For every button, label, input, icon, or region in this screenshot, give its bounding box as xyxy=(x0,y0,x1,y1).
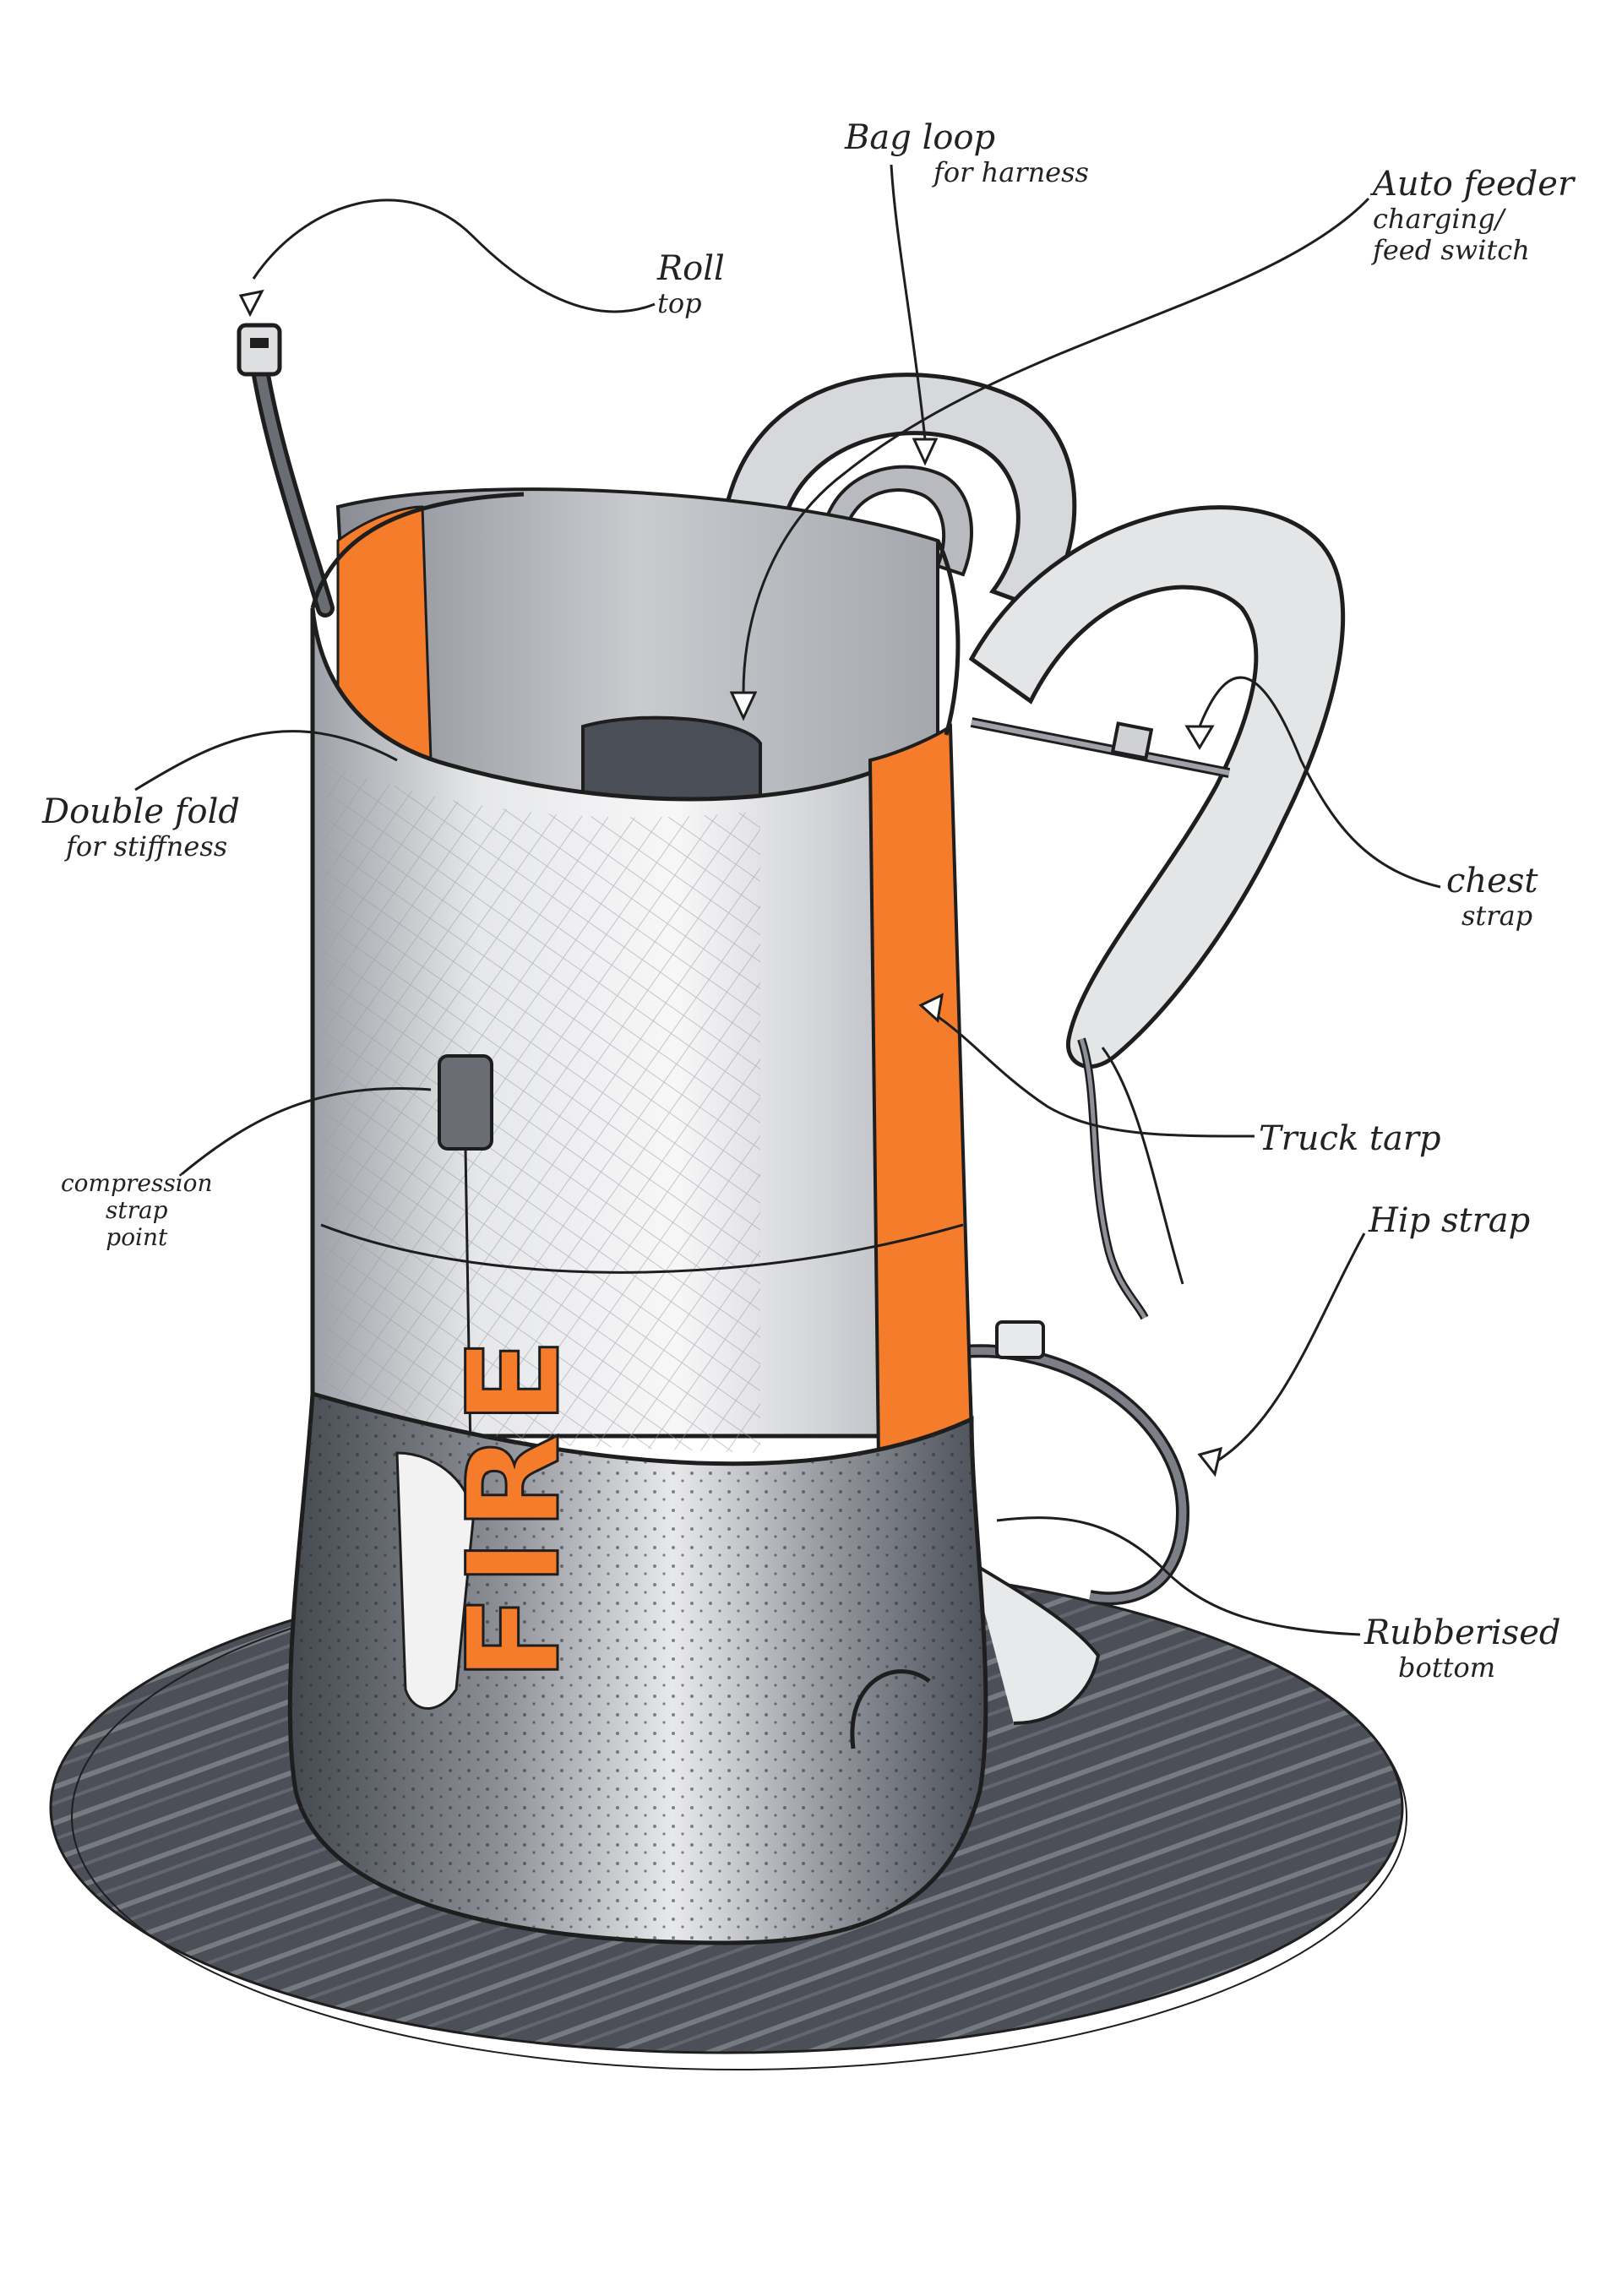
leader-auto-feeder xyxy=(742,197,1370,694)
label-auto-feeder: Auto feeder charging/ feed switch xyxy=(1373,165,1574,266)
label-chest-strap-line1: chest xyxy=(1446,862,1538,900)
label-rubberised-line1: Rubberised xyxy=(1364,1613,1561,1652)
label-roll-top-line1: Roll xyxy=(657,249,725,288)
leader-bag-loop xyxy=(890,164,927,440)
arrow-hip-strap-icon xyxy=(1197,1446,1223,1477)
arrow-bag-loop-icon xyxy=(912,438,939,466)
label-hip-strap-line1: Hip strap xyxy=(1369,1201,1531,1240)
leader-roll-top xyxy=(252,199,656,313)
arrow-chest-strap-icon xyxy=(1184,725,1215,750)
label-bag-loop: Bag loop for harness xyxy=(845,118,1089,188)
leader-hip-strap xyxy=(1216,1232,1366,1463)
label-auto-feeder-line2: charging/ xyxy=(1373,203,1505,235)
label-truck-tarp-line1: Truck tarp xyxy=(1259,1119,1441,1158)
leader-lines xyxy=(134,164,1441,1636)
label-compression-line1: compression xyxy=(61,1169,213,1197)
label-double-fold-line1: Double fold xyxy=(42,792,240,831)
label-rubberised-bottom: Rubberised bottom xyxy=(1364,1613,1560,1684)
label-bag-loop-line2: for harness xyxy=(933,156,1089,188)
leader-chest-strap xyxy=(1198,676,1441,889)
label-bag-loop-line1: Bag loop xyxy=(845,118,996,157)
leader-rubberised xyxy=(996,1516,1361,1636)
hip-strap xyxy=(962,1320,1190,1725)
label-hip-strap: Hip strap xyxy=(1369,1201,1530,1240)
leader-compression xyxy=(181,1086,432,1176)
label-chest-strap: chest strap xyxy=(1446,862,1538,932)
backpack-body xyxy=(287,487,988,1945)
roll-top-strap xyxy=(237,323,335,618)
label-truck-tarp: Truck tarp xyxy=(1259,1119,1441,1158)
arrow-auto-feeder-icon xyxy=(729,691,758,721)
label-double-fold: Double fold for stiffness xyxy=(42,792,240,862)
label-roll-top: Roll top xyxy=(657,249,725,319)
arrow-truck-tarp-icon xyxy=(918,993,944,1023)
label-double-fold-line2: for stiffness xyxy=(66,830,228,862)
label-auto-feeder-line3: feed switch xyxy=(1373,233,1530,266)
label-chest-strap-line2: strap xyxy=(1461,900,1533,932)
label-rubberised-line2: bottom xyxy=(1398,1651,1496,1684)
label-compression-strap-point: compression strap point xyxy=(61,1169,213,1252)
label-compression-line3: point xyxy=(106,1223,168,1252)
brand-logo: FIRE xyxy=(441,1330,588,1681)
leader-truck-tarp xyxy=(933,1012,1255,1138)
shoulder-strap xyxy=(968,505,1346,1320)
label-compression-line2: strap xyxy=(105,1196,168,1225)
label-roll-top-line2: top xyxy=(657,287,702,319)
arrow-roll-top-icon xyxy=(238,289,264,318)
leader-double-fold xyxy=(134,730,398,792)
chest-strap xyxy=(970,717,1231,778)
label-auto-feeder-line1: Auto feeder xyxy=(1373,165,1575,204)
